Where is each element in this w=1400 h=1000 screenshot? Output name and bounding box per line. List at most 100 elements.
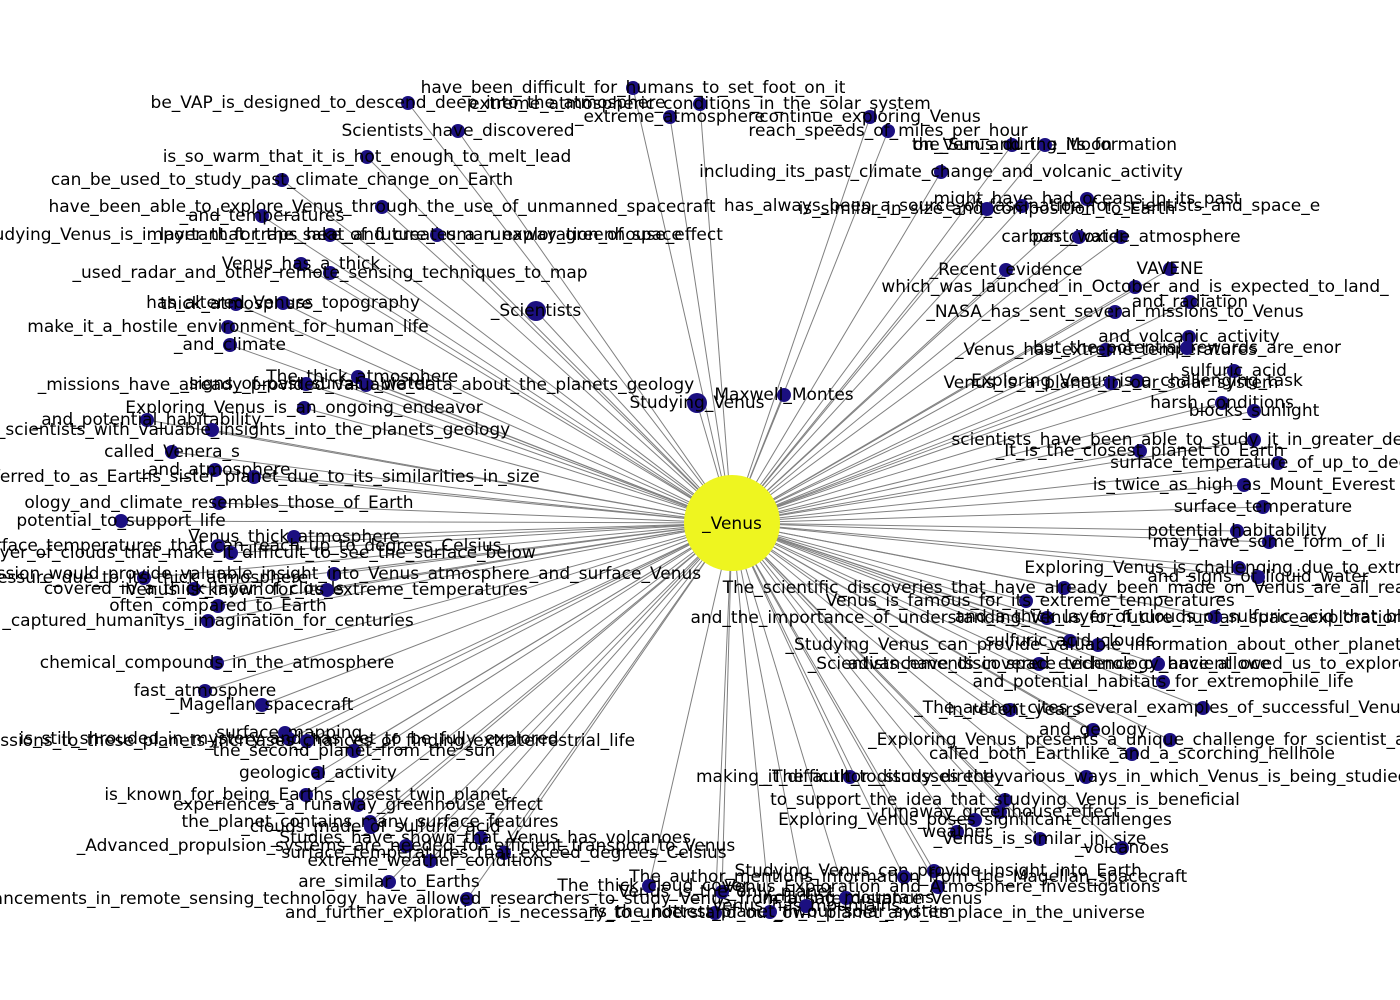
edge-104 — [731, 522, 1133, 755]
node-label-11: has_altered_Venuss_topography — [146, 293, 420, 313]
node-100 — [1003, 703, 1017, 717]
node-1 — [375, 200, 389, 214]
edge-85 — [731, 484, 1245, 524]
node-label-67: VAVENE — [1137, 259, 1204, 279]
node-label-64: carbon_dioxide_atmosphere — [1001, 227, 1240, 247]
node-8 — [294, 257, 308, 271]
node-label-33: _captured_humanitys_imagination_for_cent… — [1, 611, 414, 631]
edge-115 — [731, 522, 939, 888]
node-label-0: be_VAP_is_designed_to_descend_deep_into_… — [151, 93, 666, 113]
node-84 — [1271, 456, 1285, 470]
node-label-66: _Recent_evidence — [929, 260, 1083, 280]
node-label-17: Exploring_Venus_is_an_ongoing_endeavor — [125, 398, 482, 418]
node-52 — [708, 906, 722, 920]
edge-26 — [217, 522, 733, 547]
edge-99 — [731, 522, 1164, 683]
node-53 — [626, 81, 640, 95]
node-label-83: _It_is_the_closest_planet_to_Earth — [995, 441, 1284, 461]
node-label-91: The_scientific_discoveries_that_have_alr… — [722, 578, 1400, 598]
edge-72 — [731, 349, 1107, 524]
edge-9 — [329, 272, 733, 524]
node-31 — [320, 583, 334, 597]
node-label-65: past_water — [1032, 227, 1126, 247]
edge-35 — [204, 522, 733, 692]
node-label-87: potential_habitability — [1147, 521, 1327, 541]
node-label-26: and_surface_temperatures_that_can_reach_… — [0, 536, 502, 556]
node-50 — [382, 875, 396, 889]
node-108 — [993, 805, 1007, 819]
node-label-45: _clouds_made_of_sulfuric_acid — [240, 817, 500, 837]
node-36 — [255, 698, 269, 712]
node-94 — [1208, 610, 1222, 624]
node-89 — [1232, 561, 1246, 575]
node-85 — [1237, 478, 1251, 492]
node-28 — [137, 571, 151, 585]
node-label-115: _Venus_Exploration_and_Atmosphere_Invest… — [715, 877, 1161, 897]
node-label-119: _Venus_is_the_only_planet — [609, 882, 835, 902]
node-label-75: Exploring_Venus_is_a_challenging_task — [971, 371, 1303, 391]
edge-41 — [317, 522, 733, 774]
node-label-117: Venus_has_mountains — [712, 896, 900, 916]
edge-103 — [731, 522, 1171, 741]
node-35 — [198, 684, 212, 698]
edge-27 — [230, 522, 733, 554]
node-81 — [1104, 376, 1118, 390]
node-label-59: including_its_past_climate_change_and_vo… — [699, 162, 1183, 182]
edge-21 — [214, 469, 733, 524]
node-4 — [275, 173, 289, 187]
node-label-36: _Magellan_spacecraft — [170, 695, 354, 715]
node-104 — [1125, 747, 1139, 761]
node-73 — [1180, 341, 1194, 355]
node-label-27: _thick_layer_of_clouds_that_make_it_diff… — [0, 543, 536, 563]
edge-57 — [731, 130, 889, 524]
node-2 — [451, 124, 465, 138]
node-label-10: thick_atmosphere — [160, 294, 312, 314]
node-29 — [327, 567, 341, 581]
node-83 — [1133, 444, 1147, 458]
node-113 — [927, 864, 941, 878]
node-label-19: _provided_scientists_with_valuable_insig… — [0, 420, 510, 440]
node-label-35: fast_atmosphere — [134, 681, 276, 701]
edge-112 — [731, 522, 1123, 849]
edge-111 — [731, 522, 1041, 840]
node-label-107: to_support_the_idea_that_studying_Venus_… — [770, 790, 1240, 810]
node-label-101: _The_author_cites_several_examples_of_su… — [913, 698, 1400, 718]
edge-7 — [436, 234, 733, 524]
edge-114 — [731, 522, 905, 878]
node-label-71: and_volcanic_activity — [1098, 327, 1279, 347]
node-86 — [1256, 500, 1270, 514]
node-label-104: called_both_Earthlike_and_a_scorching_he… — [929, 744, 1335, 764]
edge-87 — [731, 522, 1238, 532]
edge-48 — [503, 522, 733, 854]
edge-120 — [648, 522, 733, 887]
edge-49 — [429, 522, 733, 862]
node-label-6: studying_Venus_is_important_for_the_sake… — [0, 225, 682, 245]
edge-6 — [329, 234, 733, 524]
node-26 — [211, 539, 225, 553]
node-70 — [1108, 305, 1122, 319]
node-18 — [140, 413, 154, 427]
node-27 — [224, 546, 238, 560]
edge-89 — [731, 522, 1240, 569]
node-74 — [1227, 364, 1241, 378]
node-label-2: Scientists_have_discovered — [341, 121, 574, 141]
node-51 — [460, 892, 474, 906]
hub-node: _Venus — [684, 475, 780, 571]
node-label-56: continue_exploring_Venus — [759, 107, 981, 127]
edge-98 — [731, 522, 1159, 665]
node-label-86: surface_temperature — [1174, 497, 1352, 517]
edge-47 — [405, 522, 733, 847]
node-98 — [1151, 657, 1165, 671]
node-label-53: have_been_difficult_for_humans_to_set_fo… — [421, 78, 846, 98]
node-32 — [211, 599, 225, 613]
node-66 — [999, 263, 1013, 277]
node-13 — [223, 338, 237, 352]
node-label-1: have_been_able_to_explore_Venus_through_… — [48, 197, 715, 217]
node-39 — [300, 734, 314, 748]
node-label-46: _Studies_have_shown_that_Venus_has_volca… — [270, 828, 691, 848]
node-label-25: Venus_thick_atmosphere — [188, 527, 400, 547]
edge-81 — [731, 382, 1112, 524]
edge-84 — [731, 462, 1279, 524]
node-63 — [980, 202, 994, 216]
node-label-42: is_known_for_being_Earths_closest_twin_p… — [104, 785, 508, 805]
